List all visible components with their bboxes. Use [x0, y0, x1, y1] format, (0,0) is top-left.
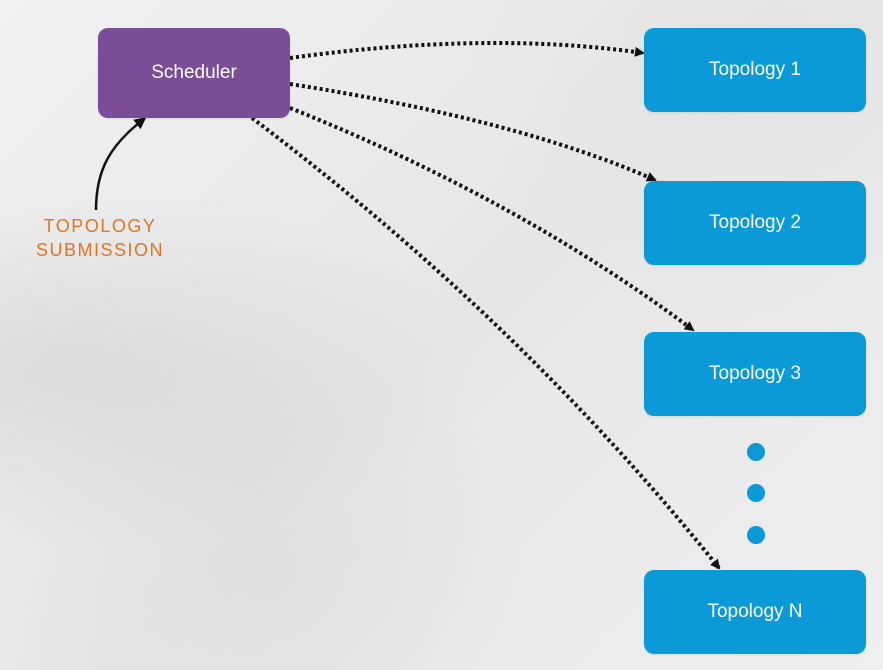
topology-n-node: Topology N	[644, 570, 866, 654]
submission-label-line-2: SUBMISSION	[35, 240, 165, 260]
submission-label-line-1: TOPOLOGY	[43, 216, 157, 236]
topology-2-node: Topology 2	[644, 181, 866, 265]
topology-3-label: Topology 3	[709, 363, 801, 384]
arrow-to-topology-2	[289, 82, 657, 182]
topology-3-node: Topology 3	[644, 332, 866, 416]
scheduler-node: Scheduler	[98, 28, 290, 118]
topology-submission-label: TOPOLOGY SUBMISSION	[0, 214, 200, 262]
arrow-to-topology-n	[250, 116, 721, 570]
scheduler-label: Scheduler	[151, 62, 237, 83]
topology-n-label: Topology N	[707, 601, 803, 622]
ellipsis-dot	[747, 443, 765, 461]
submission-arrow	[94, 117, 147, 211]
arrow-to-topology-3	[289, 106, 695, 332]
arrow-to-topology-1	[289, 41, 645, 60]
topology-1-label: Topology 1	[709, 59, 801, 80]
ellipsis-dot	[747, 484, 765, 502]
topology-2-label: Topology 2	[709, 212, 801, 233]
topology-1-node: Topology 1	[644, 28, 866, 112]
ellipsis-dot	[747, 526, 765, 544]
